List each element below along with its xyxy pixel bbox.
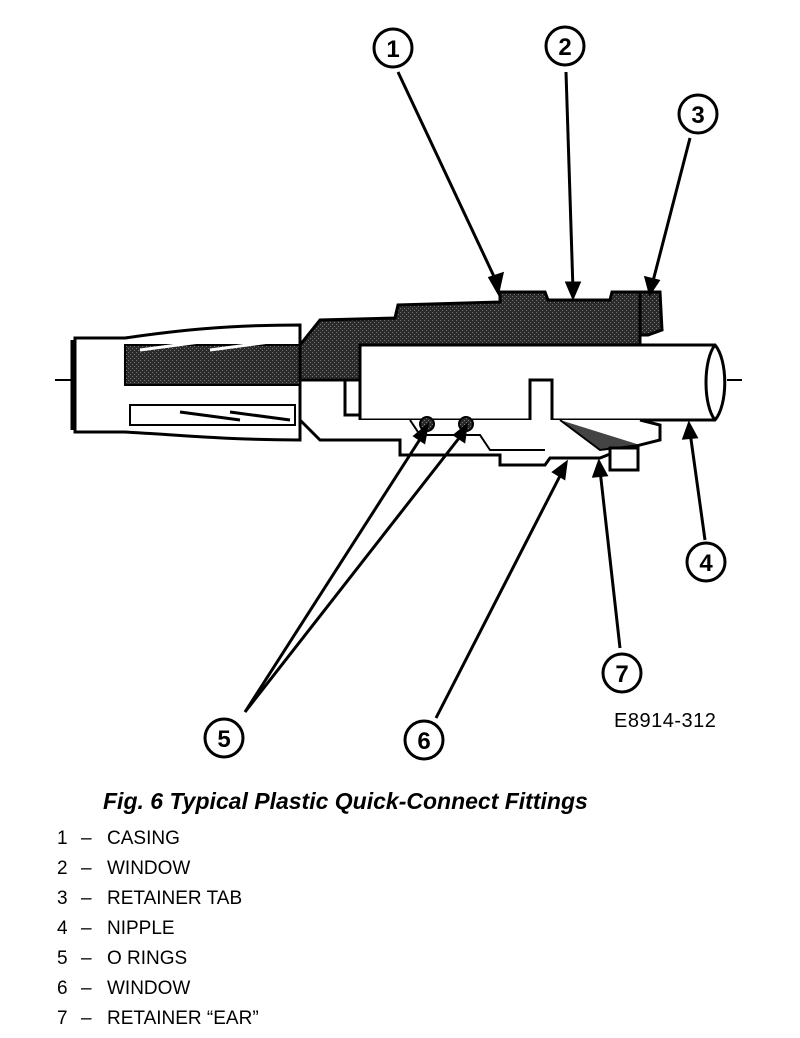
legend-number: 2 (57, 858, 68, 879)
legend-dash: – (81, 948, 92, 969)
legend-item: 6 – WINDOW (57, 977, 259, 1007)
legend-label: RETAINER “EAR” (107, 1008, 259, 1029)
callout-1: 1 (372, 27, 414, 69)
fuel-tube (70, 323, 302, 442)
callout-3-label: 3 (691, 102, 704, 129)
legend-dash: – (81, 978, 92, 999)
callout-6-label: 6 (417, 728, 430, 755)
callout-7-label: 7 (615, 661, 628, 688)
legend-number: 1 (57, 828, 68, 849)
callout-2: 2 (544, 25, 586, 67)
legend-label: WINDOW (107, 978, 191, 999)
legend-item: 1 – CASING (57, 827, 259, 857)
legend-number: 7 (57, 1008, 68, 1029)
callout-4: 4 (685, 541, 727, 583)
quick-connect-diagram: 1 2 3 4 5 6 7 (55, 25, 742, 761)
figure-code: E8914-312 (614, 710, 717, 732)
callout-3: 3 (677, 93, 719, 135)
legend-number: 6 (57, 978, 68, 999)
figure-caption: Fig. 6 Typical Plastic Quick-Connect Fit… (103, 788, 588, 814)
legend-item: 7 – RETAINER “EAR” (57, 1007, 259, 1037)
legend-list: 1 – CASING 2 – WINDOW 3 – RETAINER TAB 4… (57, 827, 259, 1037)
legend-label: O RINGS (107, 948, 188, 969)
callout-4-label: 4 (699, 550, 713, 577)
callout-6: 6 (403, 719, 445, 761)
retainer-tab (638, 290, 664, 337)
legend-dash: – (81, 918, 92, 939)
legend-label: CASING (107, 828, 180, 849)
legend-item: 5 – O RINGS (57, 947, 259, 977)
legend-label: RETAINER TAB (107, 888, 243, 909)
legend-item: 3 – RETAINER TAB (57, 887, 259, 917)
leader-lines (243, 71, 707, 719)
legend-label: WINDOW (107, 858, 191, 879)
legend-number: 5 (57, 948, 68, 969)
legend-dash: – (81, 858, 92, 879)
legend-item: 2 – WINDOW (57, 857, 259, 887)
legend-dash: – (81, 1008, 92, 1029)
callout-1-label: 1 (386, 36, 399, 63)
callout-7: 7 (601, 652, 643, 694)
legend-dash: – (81, 888, 92, 909)
legend-dash: – (81, 828, 92, 849)
legend-item: 4 – NIPPLE (57, 917, 259, 947)
lower-body (298, 418, 662, 467)
legend-number: 3 (57, 888, 68, 909)
callout-2-label: 2 (558, 34, 571, 61)
callout-5: 5 (203, 717, 245, 759)
legend-label: NIPPLE (107, 918, 175, 939)
legend-number: 4 (57, 918, 68, 939)
callout-5-label: 5 (217, 726, 230, 753)
